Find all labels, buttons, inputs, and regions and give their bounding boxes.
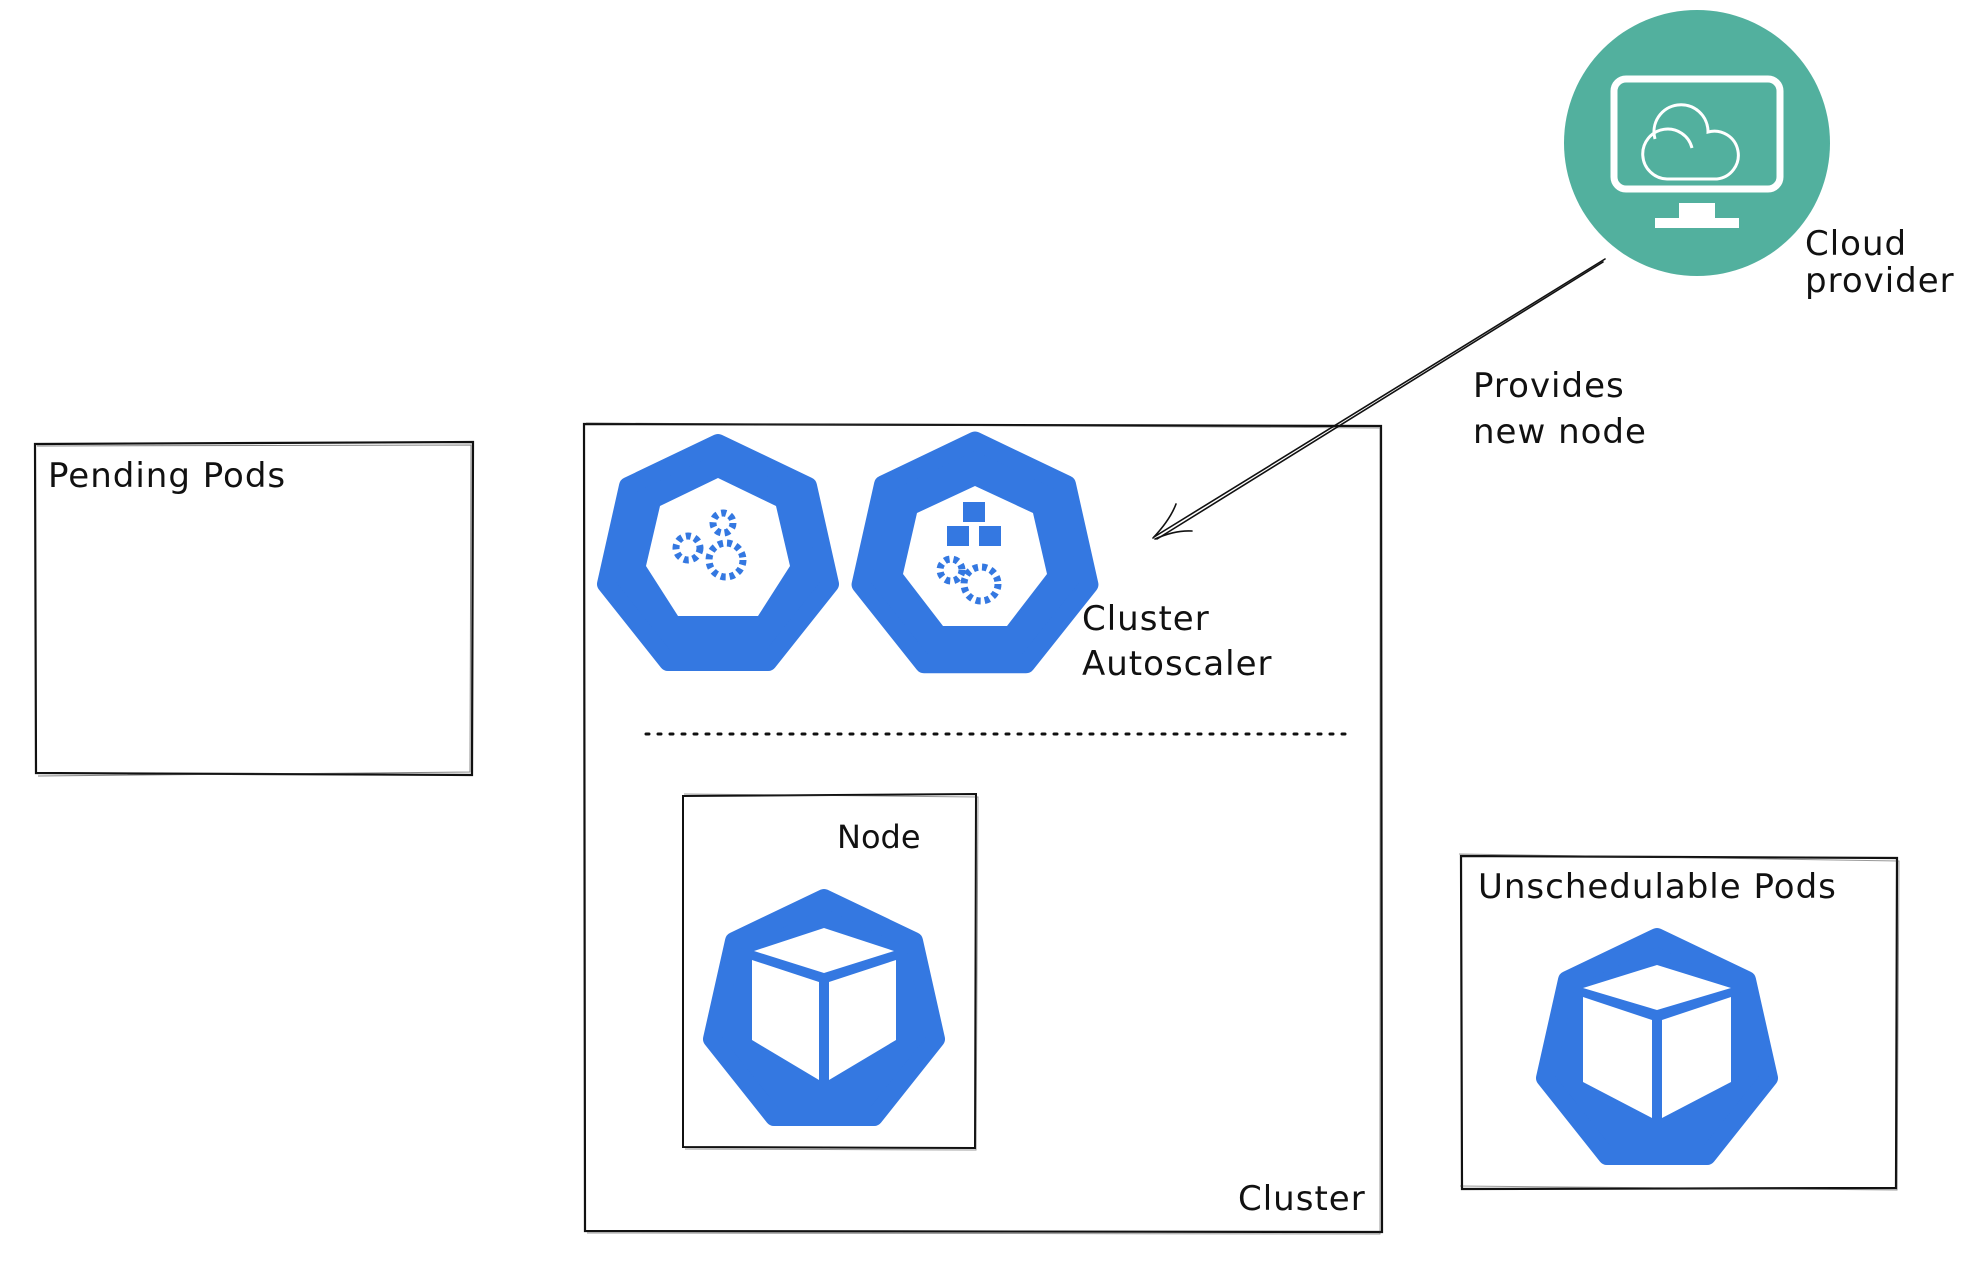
cluster-autoscaler-icon[interactable] — [861, 441, 1089, 664]
cluster-label: Cluster — [1238, 1179, 1366, 1219]
node-label: Node — [837, 818, 921, 856]
cloud-provider-label-line1: Cloud — [1805, 224, 1907, 264]
node-box[interactable]: Node — [682, 792, 979, 1151]
autoscaler-label-line1: Cluster — [1082, 599, 1210, 639]
pod-icon[interactable] — [1545, 937, 1769, 1156]
pending-pods-box[interactable]: Pending Pods — [33, 440, 475, 777]
unschedulable-pods-box[interactable]: Unschedulable Pods — [1458, 853, 1900, 1191]
arrow-label-line2: new node — [1473, 412, 1647, 452]
provides-node-arrow[interactable] — [1152, 258, 1606, 540]
cloud-provider-label-line2: provider — [1805, 261, 1955, 301]
unschedulable-pods-label: Unschedulable Pods — [1478, 867, 1837, 907]
cloud-monitor-icon[interactable] — [1564, 10, 1830, 276]
scheduler-label: sched — [678, 579, 758, 612]
autoscaler-label-line2: Autoscaler — [1082, 644, 1273, 684]
cluster-box[interactable]: Cluster — [582, 422, 1384, 1235]
pod-icon[interactable] — [712, 898, 936, 1117]
arrow-label-line1: Provides — [1473, 366, 1625, 406]
pending-pods-label: Pending Pods — [48, 456, 286, 496]
kube-scheduler-icon[interactable]: sched — [606, 443, 830, 662]
